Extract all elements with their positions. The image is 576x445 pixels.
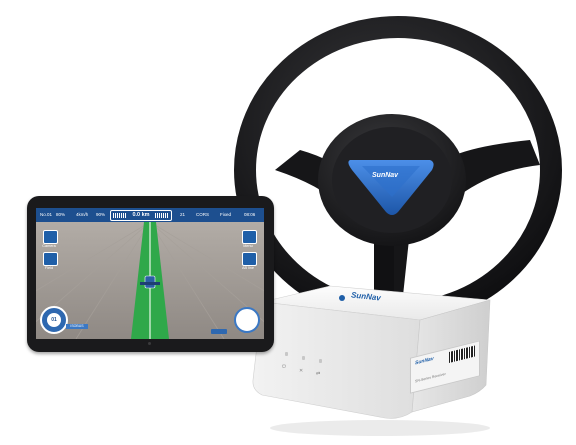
hub-brand: SunNav [372, 172, 399, 179]
status-item-fix: Fixed [220, 212, 232, 217]
status-item-battery: 80% [56, 212, 66, 217]
field-rows [36, 222, 264, 339]
receiver-front [252, 301, 421, 419]
field-label: Field [44, 266, 54, 270]
menu-button[interactable] [242, 230, 257, 244]
steering-column [374, 240, 394, 300]
field-view [36, 222, 264, 339]
satellite-count: 01 [47, 313, 61, 327]
barcode-icon [449, 345, 475, 364]
ab-line-button[interactable] [242, 252, 257, 266]
menu-label: Menu [243, 244, 253, 248]
status-item-cors: CORS [196, 212, 210, 217]
power-led-icon [285, 352, 288, 356]
receiver-label-brand: SunNav [415, 355, 434, 367]
satellite-status-icon[interactable]: 01 [40, 306, 68, 334]
speed-value: 0.0 km [132, 212, 150, 218]
speed-indicator: 0.0 km [110, 210, 172, 221]
receiver-model: SN-Series Receiver [415, 371, 446, 384]
tractor-implement [140, 282, 160, 285]
steering-wheel [234, 16, 562, 324]
camera-label: Camera [42, 244, 56, 248]
tablet-screen: No.01 80% 4km/h 90% 0.0 km 21 CORS Fixed… [36, 208, 264, 339]
status-led-icon [302, 356, 305, 360]
status-bar: No.01 80% 4km/h 90% 0.0 km 21 CORS Fixed… [36, 208, 264, 222]
signal-led-icon [319, 359, 322, 363]
steering-wheel-spoke-right [455, 140, 540, 195]
speed-ticks-left [113, 213, 127, 218]
autosteer-wheel-icon[interactable] [234, 307, 260, 333]
mode-button[interactable] [211, 329, 227, 334]
camera-button[interactable] [43, 230, 58, 244]
status-item-signal: 90% [96, 212, 106, 217]
status-item-satellites: 21 [180, 212, 186, 217]
field-button[interactable] [43, 252, 58, 266]
status-item-speed-setting: 4km/h [76, 212, 89, 217]
receiver-logo-icon [339, 295, 345, 301]
speed-ticks-right [155, 213, 169, 218]
status-item-vehicle: No.01 [40, 212, 53, 217]
tablet-home-dot [148, 342, 151, 345]
power-port-icon: ⏻ [282, 364, 286, 370]
link-port-icon: ⇄ [316, 371, 321, 377]
antenna-port-icon: ✕ [299, 368, 304, 374]
isobus-badge[interactable]: ISOBUS [66, 324, 88, 329]
ab-line-label: AB line [241, 266, 255, 270]
status-item-time: 08:06 [244, 212, 256, 217]
tablet: No.01 80% 4km/h 90% 0.0 km 21 CORS Fixed… [27, 196, 274, 352]
